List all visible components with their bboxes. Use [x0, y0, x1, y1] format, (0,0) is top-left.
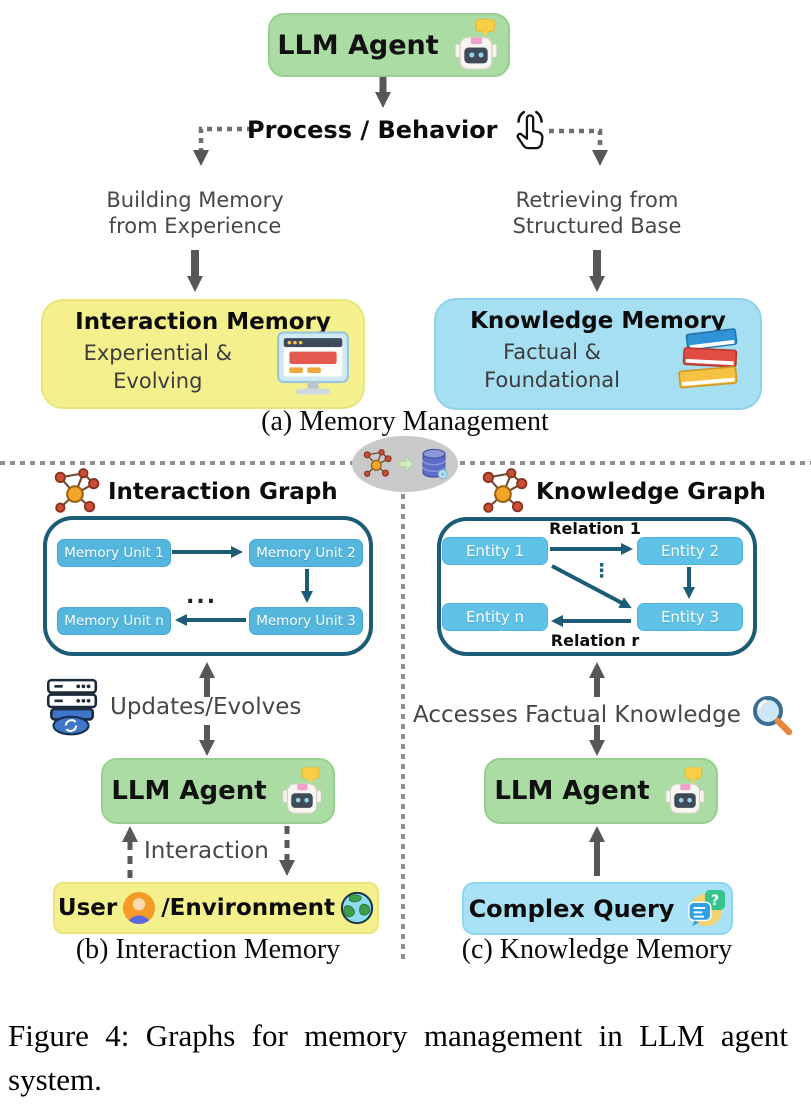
memory-to-db-hub: [352, 436, 458, 492]
complex-query-label: Complex Query: [468, 894, 675, 923]
process-behavior-row: Process / Behavior: [247, 106, 552, 154]
robot-icon: [451, 19, 501, 71]
dotted-branch-left: [193, 126, 252, 166]
llm-agent-box-b: LLM Agent: [101, 758, 335, 824]
memory-unit-2-node: Memory Unit 2: [249, 539, 363, 567]
left-branch-line1: Building Memory: [106, 188, 284, 212]
complex-query-box: Complex Query: [462, 882, 733, 935]
user-environment-box: User /Environment: [53, 882, 379, 934]
memory-unit-n-node: Memory Unit n: [57, 607, 171, 635]
query-doc-icon: [686, 889, 726, 929]
robot-icon: [662, 767, 708, 815]
knowledge-memory-title: Knowledge Memory: [470, 308, 726, 334]
llm-agent-box-c: LLM Agent: [484, 758, 718, 824]
entity-3-node: Entity 3: [637, 603, 743, 631]
memory-unit-1-node: Memory Unit 1: [57, 539, 171, 567]
user-label: User: [57, 895, 118, 921]
relation-1-label: Relation 1: [549, 519, 641, 538]
user-avatar-icon: [122, 891, 156, 925]
knowledge-memory-box: Knowledge Memory Factual & Foundational: [434, 298, 762, 410]
caption-c: (c) Knowledge Memory: [461, 934, 733, 965]
interaction-memory-sub2: Evolving: [113, 369, 203, 393]
interaction-memory-box: Interaction Memory Experiential & Evolvi…: [41, 299, 365, 409]
interaction-memory-title: Interaction Memory: [75, 309, 331, 335]
knowledge-memory-sub1: Factual &: [503, 340, 601, 364]
database-icon: [420, 448, 448, 480]
accesses-knowledge-label: Accesses Factual Knowledge: [413, 702, 741, 728]
memory-unit-3-node: Memory Unit 3: [249, 607, 363, 635]
process-behavior-label: Process / Behavior: [247, 116, 498, 144]
interaction-graph-title: Interaction Graph: [108, 479, 338, 505]
graph-network-icon: [480, 468, 528, 516]
vertical-dotted-divider: [401, 494, 405, 964]
right-branch-label: Retrieving from Structured Base: [477, 188, 717, 239]
relation-r-label: Relation r: [550, 631, 640, 650]
right-branch-line1: Retrieving from: [515, 188, 679, 212]
tap-hand-icon: [506, 106, 552, 154]
dotted-branch-right: [549, 128, 608, 166]
server-update-icon: [40, 678, 102, 736]
llm-agent-label: LLM Agent: [111, 776, 267, 806]
entity-1-node: Entity 1: [442, 537, 548, 565]
green-arrow-icon: [397, 455, 415, 473]
interaction-memory-sub1: Experiential &: [83, 341, 233, 365]
knowledge-graph-title: Knowledge Graph: [536, 479, 766, 505]
llm-agent-box-top: LLM Agent: [268, 13, 510, 77]
updates-evolves-label: Updates/Evolves: [110, 694, 302, 720]
caption-a: (a) Memory Management: [261, 406, 549, 437]
arrow-e1-to-e3-diagonal: [551, 564, 632, 609]
entity-2-node: Entity 2: [637, 537, 743, 565]
knowledge-graph-heading: Knowledge Graph: [480, 468, 766, 516]
entities-vertical-dots: ⋮: [592, 560, 611, 582]
environment-label: /Environment: [161, 895, 336, 921]
llm-agent-label: LLM Agent: [494, 776, 650, 806]
figure-caption: Figure 4: Graphs for memory management i…: [8, 1018, 788, 1098]
right-branch-line2: Structured Base: [512, 213, 682, 238]
book-stack-icon: [674, 326, 746, 392]
graph-network-icon: [52, 468, 100, 516]
robot-icon: [279, 767, 325, 815]
entity-n-node: Entity n: [442, 603, 548, 631]
globe-icon: [340, 891, 374, 925]
graph-network-icon: [362, 449, 392, 479]
left-branch-label: Building Memory from Experience: [75, 188, 315, 239]
updates-evolves-row: Updates/Evolves: [40, 678, 301, 736]
web-monitor-icon: [277, 331, 349, 397]
accesses-knowledge-row: Accesses Factual Knowledge: [413, 692, 795, 738]
left-branch-line2: from Experience: [108, 213, 282, 238]
magnifier-icon: [749, 692, 795, 738]
interaction-graph-heading: Interaction Graph: [52, 468, 338, 516]
interaction-label: Interaction: [144, 838, 269, 864]
memory-units-ellipsis: ...: [186, 584, 218, 609]
connector-layer: [122, 76, 695, 878]
llm-agent-label: LLM Agent: [277, 29, 439, 61]
knowledge-memory-sub2: Foundational: [484, 368, 621, 392]
caption-b: (b) Interaction Memory: [75, 934, 341, 965]
